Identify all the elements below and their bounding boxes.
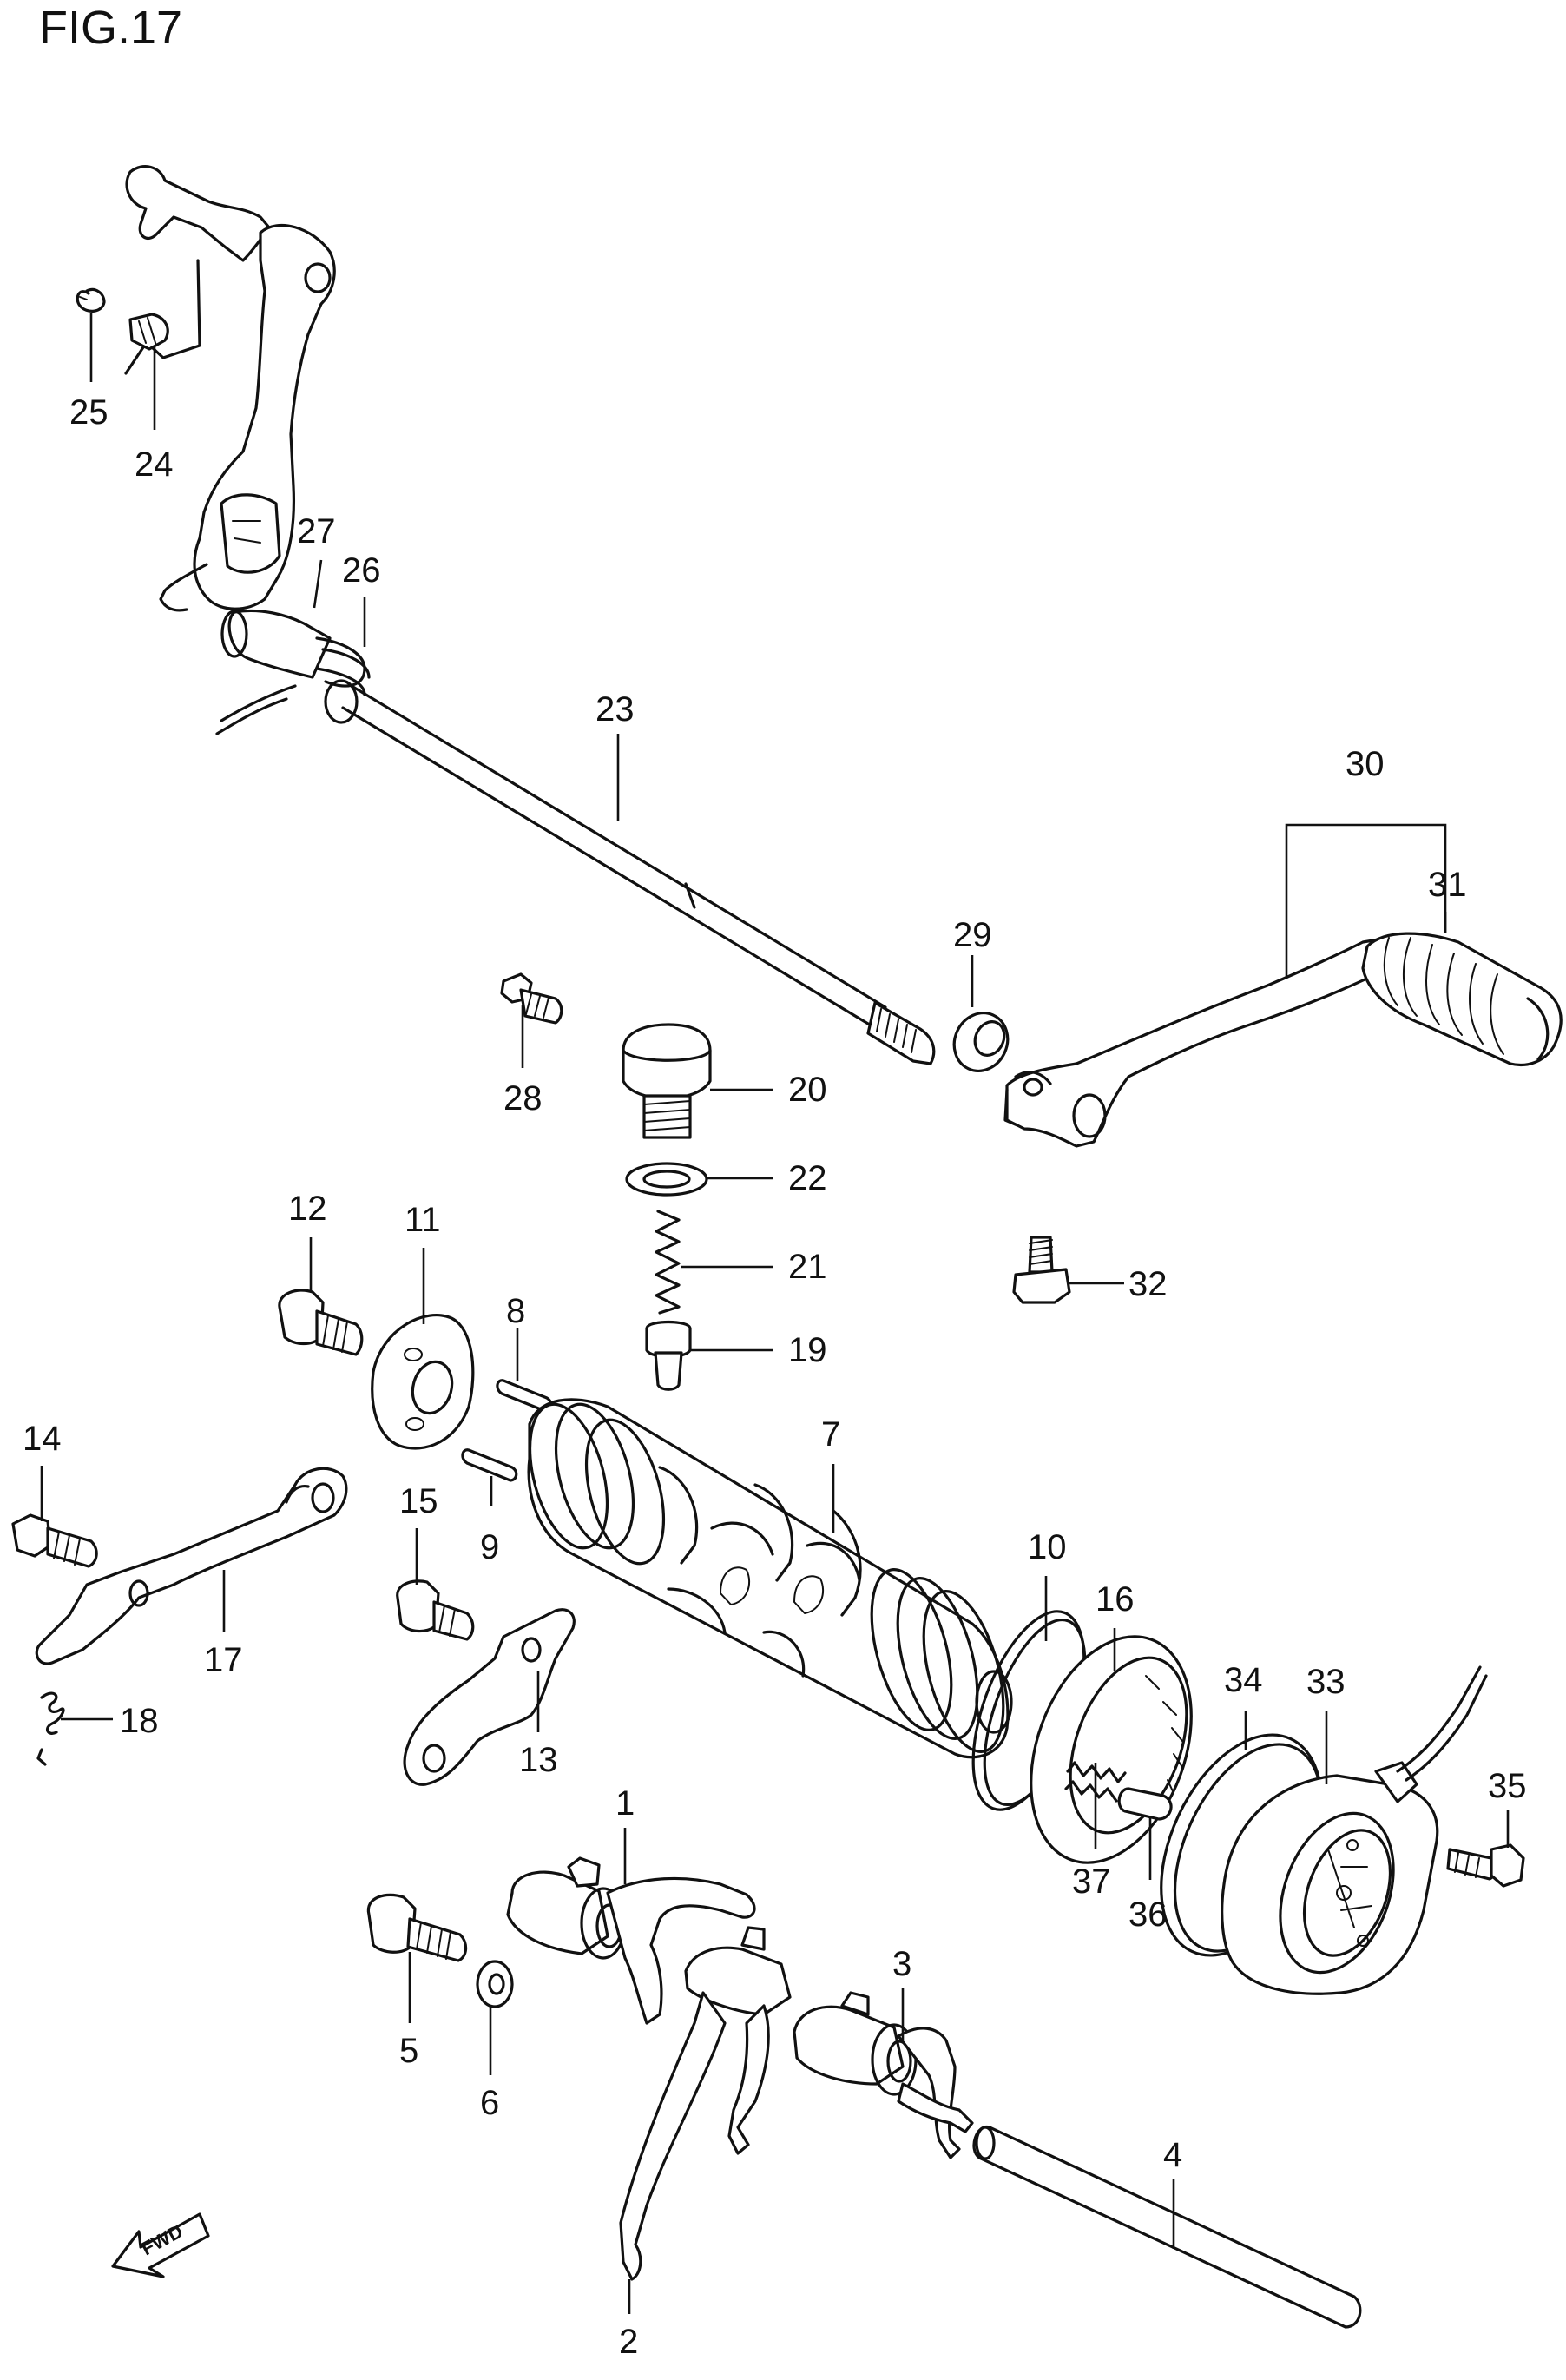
bearing-part-16 [1030, 1635, 1193, 1864]
figure-title: FIG.17 [39, 2, 182, 54]
gear-position-switch [1221, 1665, 1488, 1995]
fork-shaft-part-4 [972, 2126, 1362, 2329]
callout-20: 20 [788, 1071, 827, 1109]
stopper-plate-part-11 [371, 1314, 475, 1450]
shift-fork-part-1 [506, 1856, 756, 2025]
callout-36: 36 [1128, 1895, 1168, 1934]
bolt-part-14 [11, 1513, 98, 1568]
stopper-arm-part-17 [35, 1467, 348, 1665]
callout-34: 34 [1224, 1661, 1263, 1699]
callout-5: 5 [399, 2032, 418, 2070]
leader-lines [40, 313, 1510, 2314]
callout-3: 3 [892, 1945, 911, 1983]
callout-14: 14 [23, 1420, 62, 1458]
shift-fork-part-2 [619, 1926, 792, 2281]
oil-seal-part-29 [952, 1012, 1010, 1072]
callout-19: 19 [788, 1331, 827, 1369]
callout-27: 27 [297, 512, 336, 550]
callout-28: 28 [503, 1079, 543, 1117]
callout-31: 31 [1428, 866, 1467, 904]
callout-16: 16 [1096, 1580, 1135, 1619]
bolt-part-32 [1012, 1236, 1071, 1304]
callout-29: 29 [953, 916, 992, 954]
callout-8: 8 [506, 1292, 525, 1330]
shift-fork-part-3 [793, 1991, 974, 2159]
callout-1: 1 [615, 1784, 635, 1823]
callout-22: 22 [788, 1159, 827, 1197]
callout-labels: 25 24 27 26 23 30 31 29 28 20 22 21 19 3… [23, 393, 1527, 2361]
gearshift-cam-lever [125, 165, 371, 735]
callout-6: 6 [480, 2084, 499, 2122]
plug-part-20 [622, 1023, 712, 1139]
plate-part-13 [403, 1608, 576, 1786]
circlip-part-25 [76, 287, 106, 313]
callout-30: 30 [1346, 745, 1385, 783]
callout-32: 32 [1128, 1265, 1168, 1303]
callout-25: 25 [69, 393, 109, 432]
callout-21: 21 [788, 1248, 827, 1286]
callout-12: 12 [288, 1190, 327, 1228]
spring-part-18 [36, 1691, 65, 1766]
callout-23: 23 [595, 690, 635, 729]
bolt-part-12 [278, 1289, 364, 1356]
callout-15: 15 [399, 1482, 438, 1520]
spring-part-21 [655, 1210, 681, 1315]
pin-part-9 [461, 1448, 518, 1482]
callout-37: 37 [1072, 1862, 1111, 1901]
callout-17: 17 [204, 1641, 243, 1679]
callout-11: 11 [405, 1201, 441, 1239]
callout-24: 24 [135, 445, 174, 484]
washer-part-6 [476, 1960, 514, 2008]
gearshift-lever [1003, 932, 1563, 1148]
callout-4: 4 [1163, 2136, 1182, 2174]
callout-13: 13 [519, 1741, 558, 1779]
forward-direction-arrow: FWD [111, 2212, 210, 2278]
callout-18: 18 [120, 1702, 159, 1740]
bolt-part-15 [396, 1579, 475, 1641]
gearshift-cam [527, 1398, 1013, 1759]
pin-part-24 [124, 259, 201, 375]
callout-26: 26 [342, 551, 381, 590]
gearshift-shaft [341, 684, 936, 1065]
callout-9: 9 [480, 1528, 499, 1566]
bolt-part-35 [1446, 1843, 1525, 1888]
bolt-part-28 [500, 972, 563, 1025]
bolt-part-5 [366, 1893, 468, 1962]
stopper-part-19 [645, 1320, 692, 1391]
callout-2: 2 [619, 2323, 638, 2361]
pin-part-36 [1117, 1787, 1173, 1821]
callout-10: 10 [1028, 1528, 1067, 1566]
gasket-part-22 [625, 1162, 708, 1197]
callout-7: 7 [821, 1415, 840, 1454]
callout-33: 33 [1306, 1663, 1346, 1701]
callout-35: 35 [1488, 1767, 1527, 1805]
